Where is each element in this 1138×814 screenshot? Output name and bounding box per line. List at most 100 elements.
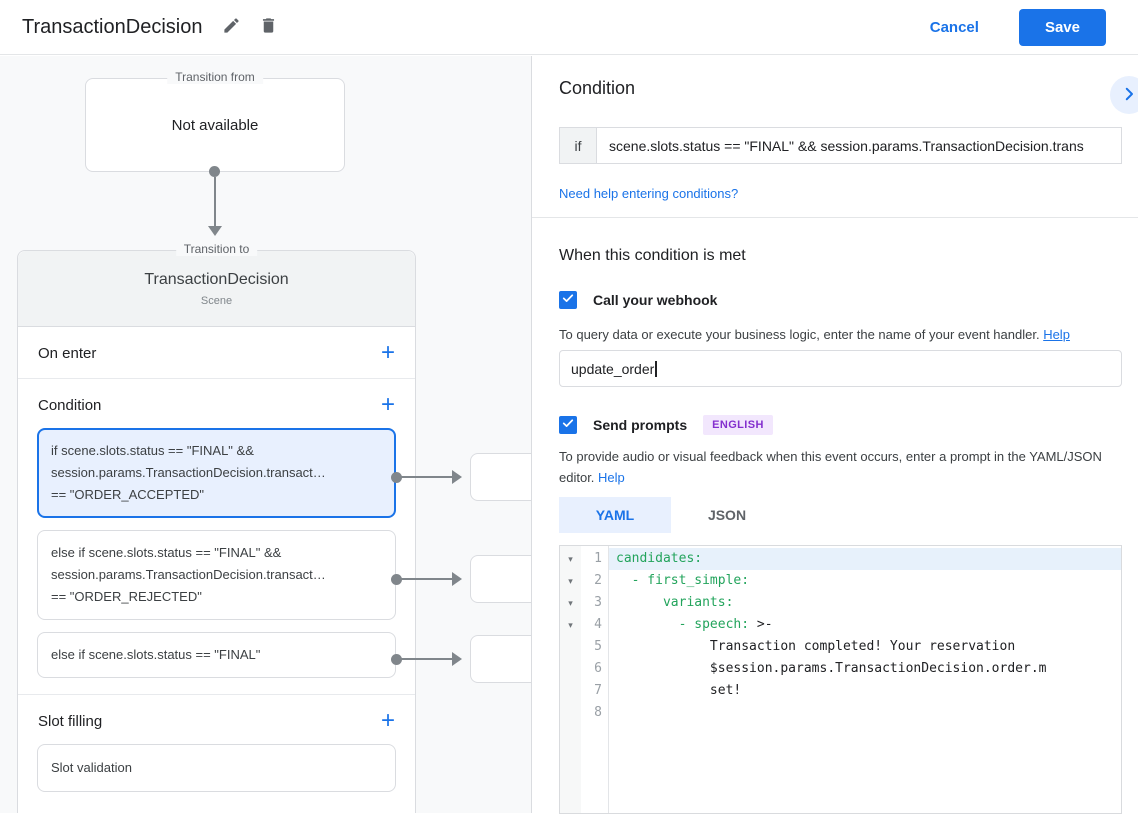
condition-line: session.params.TransactionDecision.trans… [51, 564, 382, 586]
code-line: candidates: [609, 548, 1121, 570]
fold-gutter-spacer [560, 702, 581, 724]
when-met-heading: When this condition is met [559, 247, 746, 265]
condition-expression-row: if scene.slots.status == "FINAL" && sess… [559, 127, 1122, 164]
webhook-description: To query data or execute your business l… [559, 324, 1070, 345]
checkmark-icon [561, 416, 575, 435]
save-button[interactable]: Save [1019, 9, 1106, 46]
prompts-help-link[interactable]: Help [598, 470, 625, 485]
panel-divider [532, 217, 1138, 218]
checkmark-icon [561, 291, 575, 310]
condition-line: == "ORDER_REJECTED" [51, 586, 382, 608]
condition-line: if scene.slots.status == "FINAL" && [51, 440, 382, 462]
condition-line: session.params.TransactionDecision.trans… [51, 462, 382, 484]
condition-line: else if scene.slots.status == "FINAL" [51, 644, 382, 666]
arrow-right-icon [452, 470, 462, 484]
collapse-arrow-icon[interactable]: ▾ [560, 548, 581, 570]
line-number: 4 [581, 614, 608, 636]
yaml-text: $session.params.TransactionDecision.orde… [616, 661, 1046, 676]
target-scene-node[interactable] [470, 635, 531, 683]
yaml-key: - speech: [616, 617, 757, 632]
yaml-text: >- [757, 617, 773, 632]
webhook-checkbox-row: Call your webhook [559, 291, 717, 309]
webhook-checkbox-label[interactable]: Call your webhook [593, 292, 717, 308]
webhook-checkbox[interactable] [559, 291, 577, 309]
line-number: 5 [581, 636, 608, 658]
editor-line-numbers: 1 2 3 4 5 6 7 8 [581, 546, 609, 813]
code-line: $session.params.TransactionDecision.orde… [609, 658, 1121, 680]
editor-code-area[interactable]: candidates: - first_simple: variants: - … [609, 546, 1121, 813]
target-scene-node[interactable] [470, 555, 531, 603]
arrow-right-icon [452, 652, 462, 666]
transition-to-label: Transition to [176, 242, 258, 256]
line-number: 3 [581, 592, 608, 614]
webhook-help-link[interactable]: Help [1043, 327, 1070, 342]
connector-line [396, 476, 454, 478]
text-caret [655, 361, 657, 377]
fold-gutter-spacer [560, 658, 581, 680]
yaml-key: - first_simple: [616, 573, 749, 588]
conditions-help-link[interactable]: Need help entering conditions? [559, 186, 738, 201]
edit-title-button[interactable] [222, 16, 241, 38]
condition-section-title: Condition [38, 397, 101, 414]
condition-editor-panel: Condition if scene.slots.status == "FINA… [531, 56, 1138, 813]
fold-gutter-spacer [560, 680, 581, 702]
transition-from-label: Transition from [167, 70, 263, 84]
top-bar: TransactionDecision Cancel Save [0, 0, 1138, 55]
line-number: 2 [581, 570, 608, 592]
slot-filling-section: Slot filling + Slot validation [18, 695, 415, 808]
condition-card-accepted[interactable]: if scene.slots.status == "FINAL" && sess… [37, 428, 396, 518]
scene-title: TransactionDecision [144, 271, 288, 289]
condition-expression-input[interactable]: scene.slots.status == "FINAL" && session… [597, 128, 1121, 163]
code-line: set! [609, 680, 1121, 702]
condition-card-rejected[interactable]: else if scene.slots.status == "FINAL" &&… [37, 530, 396, 620]
delete-scene-button[interactable] [259, 16, 278, 38]
slot-validation-card[interactable]: Slot validation [37, 744, 396, 792]
connector-line [214, 177, 216, 227]
tab-yaml[interactable]: YAML [559, 497, 671, 533]
collapse-panel-button[interactable] [1110, 76, 1138, 114]
scene-subtitle: Scene [201, 295, 232, 307]
if-prefix-label: if [560, 128, 597, 163]
arrow-down-icon [208, 226, 222, 236]
connector-dot [209, 166, 220, 177]
page-title: TransactionDecision [22, 16, 202, 39]
connector-line [396, 658, 454, 660]
condition-card-final[interactable]: else if scene.slots.status == "FINAL" [37, 632, 396, 678]
fold-gutter-spacer [560, 636, 581, 658]
code-line: - speech: >- [609, 614, 1121, 636]
scene-header[interactable]: TransactionDecision Scene [18, 251, 415, 327]
target-scene-node[interactable] [470, 453, 531, 501]
on-enter-section: On enter + [18, 327, 415, 379]
prompts-checkbox-label[interactable]: Send prompts [593, 417, 687, 433]
webhook-description-text: To query data or execute your business l… [559, 327, 1043, 342]
collapse-arrow-icon[interactable]: ▾ [560, 614, 581, 636]
yaml-text: Transaction completed! Your reservation [616, 639, 1015, 654]
tab-json[interactable]: JSON [671, 497, 783, 533]
add-on-enter-button[interactable]: + [381, 343, 395, 363]
webhook-name-input[interactable]: update_order [559, 350, 1122, 387]
pencil-icon [222, 16, 241, 38]
scene-diagram-canvas: Transition from Not available Transition… [0, 56, 531, 813]
code-line: - first_simple: [609, 570, 1121, 592]
webhook-name-value: update_order [571, 361, 654, 377]
language-badge: ENGLISH [703, 415, 773, 435]
transition-to-container: Transition to TransactionDecision Scene … [17, 250, 416, 813]
add-slot-button[interactable]: + [381, 711, 395, 731]
collapse-arrow-icon[interactable]: ▾ [560, 570, 581, 592]
add-condition-button[interactable]: + [381, 395, 395, 415]
chevron-right-icon [1120, 85, 1138, 106]
condition-section: Condition + if scene.slots.status == "FI… [18, 379, 415, 695]
prompts-checkbox[interactable] [559, 416, 577, 434]
cancel-button[interactable]: Cancel [930, 19, 979, 36]
yaml-code-editor: ▾ ▾ ▾ ▾ 1 2 3 4 5 6 7 8 candidates: - fi… [559, 545, 1122, 814]
connector-line [396, 578, 454, 580]
condition-line: else if scene.slots.status == "FINAL" && [51, 542, 382, 564]
collapse-arrow-icon[interactable]: ▾ [560, 592, 581, 614]
line-number: 8 [581, 702, 608, 724]
condition-line: == "ORDER_ACCEPTED" [51, 484, 382, 506]
transition-from-content: Not available [86, 79, 344, 171]
line-number: 1 [581, 548, 608, 570]
panel-heading: Condition [559, 78, 635, 99]
editor-format-tabs: YAML JSON [559, 497, 783, 533]
on-enter-title: On enter [38, 345, 96, 362]
